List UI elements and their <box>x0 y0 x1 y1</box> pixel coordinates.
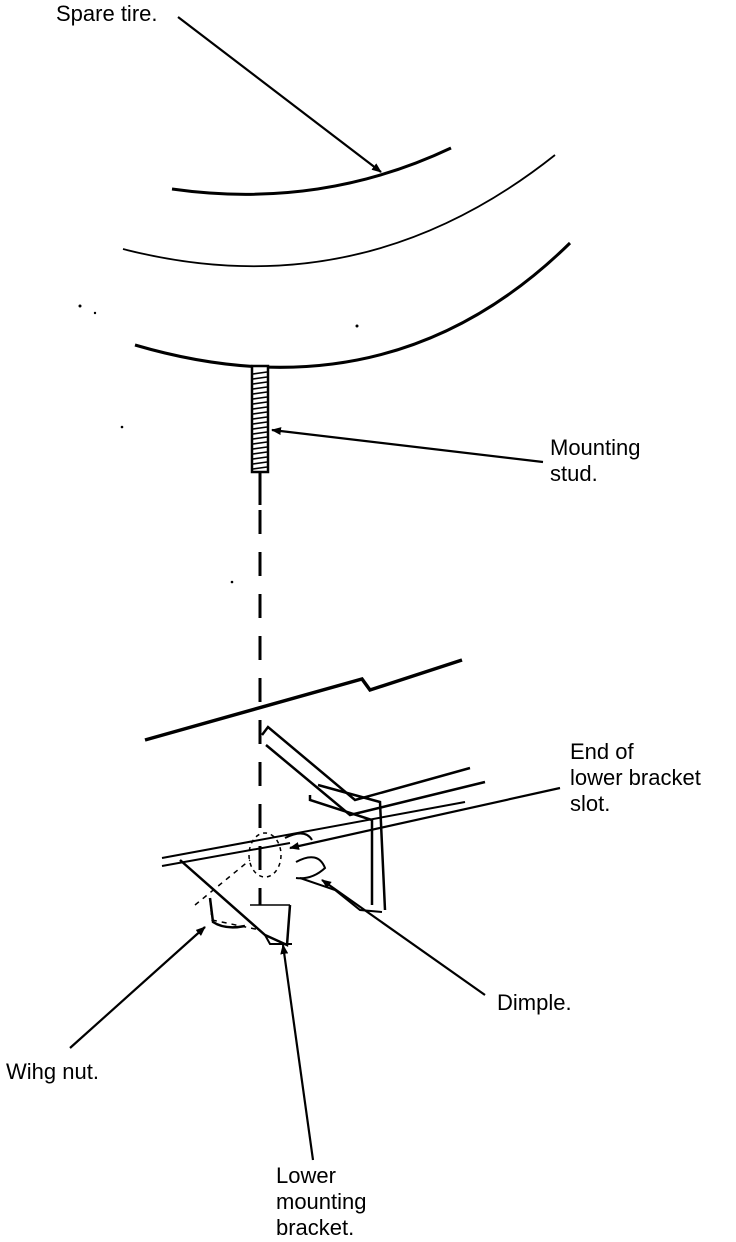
stud-thread <box>252 421 268 425</box>
stud-thread <box>252 426 268 430</box>
stud-thread <box>252 431 268 435</box>
stud-thread <box>252 416 268 420</box>
bracket-assembly <box>161 725 486 947</box>
stud-thread <box>252 386 268 390</box>
frame-member <box>144 658 463 742</box>
mounting-stud <box>250 364 270 505</box>
stud-thread <box>252 466 268 470</box>
leader-lower-bracket <box>280 944 315 1161</box>
label-dimple: Dimple. <box>497 990 572 1015</box>
leader-end-of-slot <box>289 786 561 850</box>
tire-arc-outer <box>134 241 572 369</box>
stud-thread <box>252 406 268 410</box>
label-mounting-stud-line2: stud. <box>550 461 598 486</box>
tire-arc-middle <box>122 154 556 268</box>
scan-specks <box>78 304 359 584</box>
leader-wing-nut <box>69 926 206 1049</box>
stud-thread <box>252 441 268 445</box>
leader-spare-tire <box>177 16 382 173</box>
label-mounting-stud-line1: Mounting <box>550 435 641 460</box>
label-wing-nut: Wihg nut. <box>6 1059 99 1084</box>
stud-thread <box>252 446 268 450</box>
tire-arc-inner <box>171 146 452 196</box>
label-end-of-slot: End of lower bracket slot. <box>570 739 701 817</box>
stud-thread <box>252 436 268 440</box>
label-lower-bracket-line2: mounting <box>276 1189 367 1214</box>
label-lower-bracket-line1: Lower <box>276 1163 336 1188</box>
label-end-of-slot-line3: slot. <box>570 791 611 816</box>
label-lower-bracket-line3: bracket. <box>276 1215 355 1240</box>
stud-thread <box>252 396 268 400</box>
label-end-of-slot-line2: lower bracket <box>570 765 701 790</box>
label-lower-bracket: Lower mounting bracket. <box>276 1163 367 1241</box>
spare-tire-drawing <box>122 146 572 369</box>
stud-thread <box>252 376 268 380</box>
stud-thread <box>252 401 268 405</box>
stud-thread <box>252 411 268 415</box>
stud-thread <box>252 371 268 375</box>
label-spare-tire: Spare tire. <box>56 1 158 26</box>
label-mounting-stud: Mounting stud. <box>550 435 641 487</box>
stud-thread <box>252 451 268 455</box>
stud-thread <box>252 381 268 385</box>
label-end-of-slot-line1: End of <box>570 739 634 764</box>
stud-thread <box>252 456 268 460</box>
stud-thread <box>252 391 268 395</box>
leader-mounting-stud <box>271 427 544 464</box>
stud-thread <box>252 461 268 465</box>
leader-lines <box>69 16 561 1161</box>
leader-dimple <box>321 879 486 996</box>
